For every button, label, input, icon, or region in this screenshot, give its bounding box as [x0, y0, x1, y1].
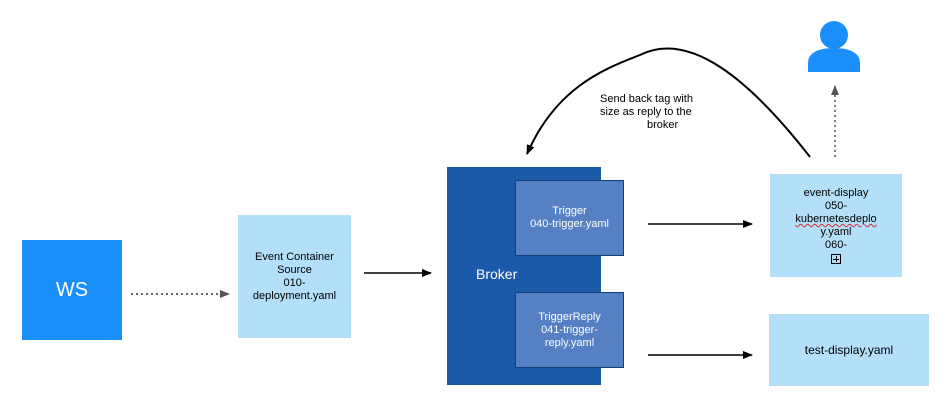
- expand-icon[interactable]: [831, 254, 841, 264]
- trigger-reply-node: TriggerReply 041-trigger- reply.yaml: [515, 292, 624, 368]
- event-display-node: event-display 050- kubernetesdeplo y.yam…: [770, 174, 902, 277]
- ecs-line: Event Container: [255, 250, 334, 263]
- event-display-line: y.yaml: [820, 226, 852, 238]
- ecs-line: 010-: [283, 276, 306, 289]
- trigger-reply-line: TriggerReply: [538, 310, 601, 323]
- event-display-line: event-display: [803, 187, 869, 199]
- reply-annotation: Send back tag with size as reply to the …: [600, 93, 693, 132]
- event-container-source-node: Event Container Source 010- deployment.y…: [238, 215, 351, 338]
- trigger-reply-line: reply.yaml: [544, 336, 595, 349]
- arrow-reply-curve: [526, 47, 811, 158]
- trigger-line: Trigger: [552, 205, 587, 217]
- trigger-node: Trigger 040-trigger.yaml: [515, 180, 624, 256]
- trigger-line: 040-trigger.yaml: [530, 218, 609, 230]
- annotation-line: broker: [647, 119, 679, 131]
- broker-label: Broker: [476, 266, 518, 282]
- annotation-line: Send back tag with: [600, 93, 693, 105]
- test-display-label: test-display.yaml: [804, 342, 894, 357]
- trigger-reply-line: 041-trigger-: [541, 323, 598, 336]
- ws-label: WS: [55, 278, 89, 301]
- ecs-line: deployment.yaml: [252, 289, 337, 302]
- test-display-node: test-display.yaml: [769, 314, 929, 386]
- annotation-line: size as reply to the: [600, 106, 692, 118]
- event-display-line: kubernetesdeplo: [795, 213, 877, 225]
- event-display-line: 050-: [824, 200, 848, 212]
- user-icon: [808, 21, 860, 72]
- event-display-line: 060-: [824, 239, 848, 251]
- ws-node: WS: [22, 240, 122, 340]
- ecs-line: Source: [277, 263, 312, 276]
